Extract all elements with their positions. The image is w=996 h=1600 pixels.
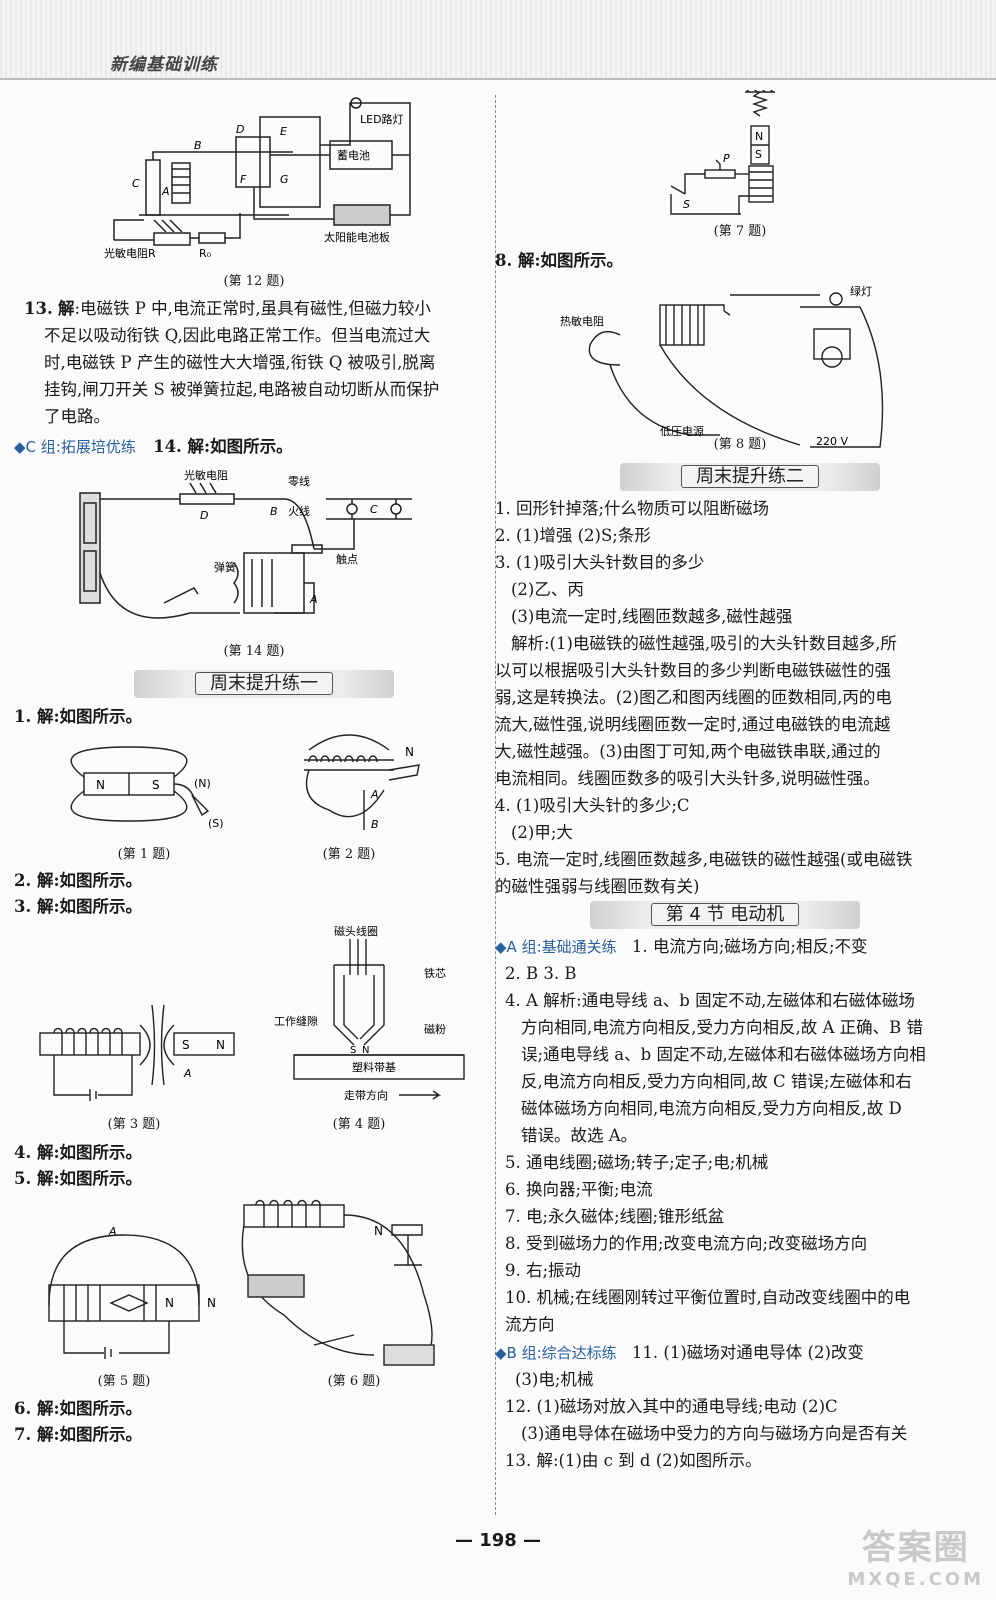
svg-text:N: N xyxy=(216,1038,225,1052)
group-b-label: ◆B 组:综合达标练 xyxy=(495,1344,617,1362)
group-c-line: ◆C 组:拓展培优练 14. 解:如图所示。 xyxy=(14,437,293,456)
svg-text:S: S xyxy=(683,198,690,211)
svg-text:S: S xyxy=(152,778,160,792)
answer-13: 13. 解:电磁铁 P 中,电流正常时,虽具有磁性,但磁力较小 不足以吸动衔铁 … xyxy=(24,299,440,426)
section-header-motor: 第 4 节 电动机 xyxy=(590,901,860,929)
weekend-2-answers: 1. 回形针掉落;什么物质可以阻断磁场 2. (1)增强 (2)S;条形 3. … xyxy=(495,499,913,896)
svg-text:F: F xyxy=(240,173,247,186)
svg-text:A: A xyxy=(108,1225,117,1238)
figure-6-diagram: N xyxy=(241,1199,435,1366)
svg-text:B: B xyxy=(270,505,278,518)
label-gap4: 工作缝隙 xyxy=(274,1014,318,1028)
svg-text:S: S xyxy=(182,1038,190,1052)
s1-answer-7: 7. 解:如图所示。 xyxy=(14,1425,143,1444)
svg-text:N: N xyxy=(374,1224,383,1238)
svg-text:N: N xyxy=(165,1296,174,1310)
figure-1-caption: (第 1 题) xyxy=(117,847,171,862)
svg-text:G: G xyxy=(280,173,289,186)
figure-14-caption: (第 14 题) xyxy=(223,644,285,659)
svg-text:A: A xyxy=(370,788,379,801)
label-led: LED路灯 xyxy=(360,113,404,126)
figure-3-diagram: S N A xyxy=(39,1004,235,1101)
label-battery: 蓄电池 xyxy=(337,149,370,162)
label-r0: R₀ xyxy=(199,247,212,260)
figure-12-caption: (第 12 题) xyxy=(223,274,285,289)
label-therm: 热敏电阻 xyxy=(560,314,604,328)
s1-answer-2: 2. 解:如图所示。 xyxy=(14,871,143,890)
s1-answer-1: 1. 解:如图所示。 xyxy=(14,707,143,726)
label-tape4: 塑料带基 xyxy=(352,1060,396,1074)
figure-2-diagram: N A B xyxy=(304,734,420,831)
svg-text:D: D xyxy=(236,123,244,136)
svg-text:C: C xyxy=(370,503,378,516)
figure-14-diagram: 光敏电阻 零线 火线 弹簧 触点 A B C D xyxy=(79,468,412,619)
s1-answer-5: 5. 解:如图所示。 xyxy=(14,1169,143,1188)
svg-text:N: N xyxy=(207,1296,216,1310)
svg-text:B: B xyxy=(371,818,379,831)
svg-text:(S): (S) xyxy=(208,817,224,830)
svg-text:S: S xyxy=(350,1045,356,1056)
figure-4-caption: (第 4 题) xyxy=(332,1117,386,1132)
label-core4: 铁芯 xyxy=(424,966,446,980)
svg-text:A: A xyxy=(161,185,170,198)
label-contact: 触点 xyxy=(336,552,358,566)
figure-8-caption: (第 8 题) xyxy=(713,437,767,452)
svg-text:N: N xyxy=(405,745,414,759)
header-title: 新编基础训练 xyxy=(110,55,218,75)
page-header xyxy=(0,0,996,80)
label-dir4: 走带方向 xyxy=(344,1088,388,1102)
column-divider xyxy=(495,95,496,1515)
svg-text:A: A xyxy=(309,593,318,606)
figure-5-diagram: A N N xyxy=(48,1225,216,1359)
label-spring: 弹簧 xyxy=(214,560,236,574)
label-green: 绿灯 xyxy=(850,285,872,298)
label-zero: 零线 xyxy=(288,474,310,488)
page-number: — 198 — xyxy=(454,1530,542,1551)
svg-text:P: P xyxy=(723,152,730,165)
section-header-weekend-2: 周末提升练二 xyxy=(620,463,880,491)
figure-5-caption: (第 5 题) xyxy=(97,1374,151,1389)
svg-text:N: N xyxy=(755,130,763,143)
header-rule xyxy=(0,78,996,80)
label-ldr14: 光敏电阻 xyxy=(184,468,228,482)
svg-text:E: E xyxy=(280,125,287,138)
label-fire: 火线 xyxy=(288,504,310,518)
figure-4-diagram: 磁头线圈 铁芯 工作缝隙 磁粉 塑料带基 走带方向 S N xyxy=(274,925,465,1102)
s1-answer-4: 4. 解:如图所示。 xyxy=(14,1143,143,1162)
section-header-weekend-1: 周末提升练一 xyxy=(134,670,394,698)
s1-answer-3: 3. 解:如图所示。 xyxy=(14,897,143,916)
label-coil4: 磁头线圈 xyxy=(334,925,378,938)
label-low: 低压电源 xyxy=(660,424,704,438)
s1-answer-6: 6. 解:如图所示。 xyxy=(14,1399,143,1418)
figure-1-diagram: N S (N) (S) xyxy=(70,746,224,830)
svg-text:B: B xyxy=(194,139,202,152)
figure-3-caption: (第 3 题) xyxy=(107,1117,161,1132)
svg-text:A: A xyxy=(183,1067,192,1080)
svg-text:N: N xyxy=(96,778,105,792)
label-solar: 太阳能电池板 xyxy=(324,230,390,244)
svg-text:C: C xyxy=(132,177,140,190)
figure-12-diagram: LED路灯 蓄电池 太阳能电池板 光敏电阻R R₀ A B C D E F G xyxy=(104,97,411,260)
answer-8: 8. 解:如图所示。 xyxy=(495,251,624,270)
group-b-line: ◆B 组:综合达标练 11. (1)磁场对通电导体 (2)改变 xyxy=(495,1343,864,1362)
group-a-answers: 2. B 3. B 4. A 解析:通电导线 a、b 固定不动,左磁体和右磁体磁… xyxy=(505,964,926,1334)
label-220: 220 V xyxy=(816,435,848,448)
group-a-label: ◆A 组:基础通关练 xyxy=(495,938,617,956)
svg-text:N: N xyxy=(362,1045,369,1056)
svg-text:(N): (N) xyxy=(194,777,211,790)
watermark-logo: 答案圈 MXQE.COM xyxy=(847,1528,984,1590)
group-c-label: ◆C 组:拓展培优练 xyxy=(14,438,136,456)
svg-text:S: S xyxy=(755,148,762,161)
figure-8-diagram: 绿灯 热敏电阻 低压电源 220 V xyxy=(560,285,884,448)
label-powder4: 磁粉 xyxy=(424,1023,446,1036)
figure-7-caption: (第 7 题) xyxy=(713,224,767,239)
label-ldr: 光敏电阻R xyxy=(104,246,156,260)
figure-2-caption: (第 2 题) xyxy=(322,847,376,862)
svg-text:D: D xyxy=(200,509,208,522)
group-b-answers: (3)电;机械 12. (1)磁场对放入其中的通电导线;电动 (2)C (3)通… xyxy=(505,1370,908,1470)
figure-7-diagram: N S P S xyxy=(670,90,775,215)
group-a-line: ◆A 组:基础通关练 1. 电流方向;磁场方向;相反;不变 xyxy=(495,937,868,956)
figure-6-caption: (第 6 题) xyxy=(327,1374,381,1389)
